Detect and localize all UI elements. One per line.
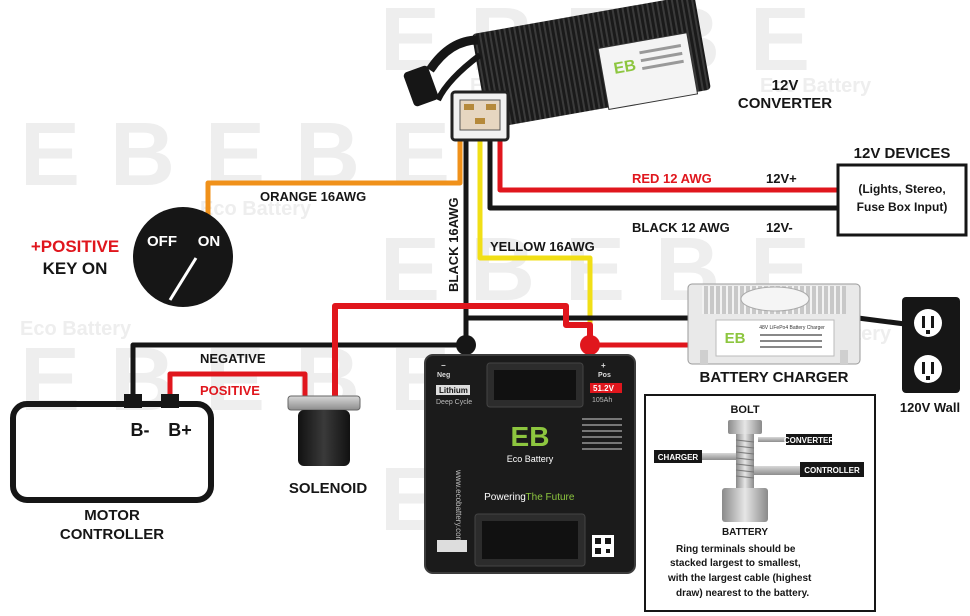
battery-logo: EB — [511, 421, 550, 452]
converter: EB — [403, 0, 711, 142]
negative-junction — [456, 335, 476, 355]
red-12-wire-label: RED 12 AWG — [632, 171, 712, 186]
b-minus-label: B- — [131, 420, 150, 440]
controller-ring — [754, 466, 800, 475]
battery-capacity: 105Ah — [592, 397, 612, 404]
key-switch: OFF ON — [133, 207, 233, 307]
key-off-label: OFF — [147, 233, 177, 250]
charger-ring-label: CHARGER — [658, 453, 699, 462]
battery-url: www.ecobattery.com — [454, 469, 463, 544]
battery-plus-sign: + — [601, 361, 606, 370]
charger-subtitle: 48V LiFePo4 Battery Charger — [759, 325, 825, 331]
converter-brand: EB — [613, 57, 638, 78]
battery-minus-sign: − — [441, 361, 446, 370]
motor-controller: B- B+ — [10, 394, 214, 503]
solenoid-label: SOLENOID — [289, 480, 368, 497]
black-16-wire-label: BLACK 16AWG — [446, 197, 461, 292]
negative-wire-label: NEGATIVE — [200, 351, 266, 366]
key-pointer — [168, 257, 198, 301]
key-label-line1: +POSITIVE — [31, 237, 119, 256]
bolt-shaft — [736, 434, 754, 494]
devices-line2: Fuse Box Input) — [857, 200, 948, 214]
positive-junction — [580, 335, 600, 355]
charger-ring — [700, 453, 736, 460]
bolt-inset: BOLT CONVERTER CHARGER CONTROLLER BATTER… — [644, 394, 876, 612]
converter-title-line1: 12V — [772, 77, 799, 94]
wall-cord — [857, 315, 906, 327]
watermark-text: Eco Battery — [20, 318, 132, 340]
key-label-line2: KEY ON — [43, 259, 108, 278]
twelve-v-positive-label: 12V+ — [766, 171, 797, 186]
inset-note-line3: with the largest cable (highest — [667, 573, 812, 584]
bolt-label: BOLT — [730, 404, 759, 416]
battery-brand: Eco Battery — [507, 454, 554, 464]
watermark-text: Eco Battery — [760, 75, 872, 97]
orange-wire — [205, 140, 463, 222]
solenoid-positive-wire — [332, 303, 593, 398]
watermark-letters: EBEBE — [20, 105, 480, 205]
watermark-text: Eco Battery — [200, 198, 312, 220]
motor-controller-label-line2: CONTROLLER — [60, 526, 164, 543]
solenoid — [287, 395, 361, 466]
devices-box — [836, 163, 968, 237]
battery-terminal — [722, 488, 768, 522]
converter-ring — [758, 437, 786, 442]
black-12-wire-label: BLACK 12 AWG — [632, 220, 730, 235]
battery-tagline-b: The Future — [526, 492, 575, 503]
battery-pos-label: Pos — [598, 372, 611, 379]
bolt-head — [728, 420, 762, 434]
battery: − Neg + Pos Lithium Deep Cycle 51.2V 105… — [424, 354, 636, 574]
battery-charger: EB 48V LiFePo4 Battery Charger — [687, 283, 861, 365]
motor-controller-label-line1: MOTOR — [84, 507, 140, 524]
charger-label: BATTERY CHARGER — [700, 369, 849, 386]
devices-title: 12V DEVICES — [854, 145, 951, 162]
positive-wire-label: POSITIVE — [200, 383, 260, 398]
twelve-v-negative-label: 12V- — [766, 220, 793, 235]
devices-line1: (Lights, Stereo, — [858, 182, 945, 196]
positive-wire — [167, 371, 308, 400]
converter-ring-label: CONVERTER — [784, 436, 834, 445]
battery-voltage: 51.2V — [593, 384, 615, 393]
battery-neg-label: Neg — [437, 372, 450, 379]
red-12-wire — [497, 140, 838, 193]
negative-wire — [130, 342, 466, 400]
orange-wire-label: ORANGE 16AWG — [260, 189, 366, 204]
battery-tagline-a: Powering — [484, 492, 526, 503]
yellow-wire-label: YELLOW 16AWG — [490, 239, 595, 254]
b-plus-label: B+ — [168, 420, 192, 440]
wall-label: 120V Wall — [900, 400, 960, 415]
yellow-16-wire — [477, 140, 593, 345]
converter-title-line2: CONVERTER — [738, 95, 832, 112]
inset-note-line4: draw) nearest to the battery. — [676, 588, 809, 599]
black-12-wire — [487, 140, 838, 211]
wall-outlet — [902, 297, 960, 393]
inset-battery-label: BATTERY — [722, 527, 768, 538]
inset-note-line2: stacked largest to smallest, — [670, 558, 801, 569]
battery-type: Deep Cycle — [436, 399, 472, 406]
charger-logo: EB — [725, 330, 746, 347]
battery-chemistry: Lithium — [439, 386, 468, 395]
key-on-label: ON — [198, 233, 221, 250]
inset-note-line1: Ring terminals should be — [676, 544, 796, 555]
controller-ring-label: CONTROLLER — [804, 466, 860, 475]
